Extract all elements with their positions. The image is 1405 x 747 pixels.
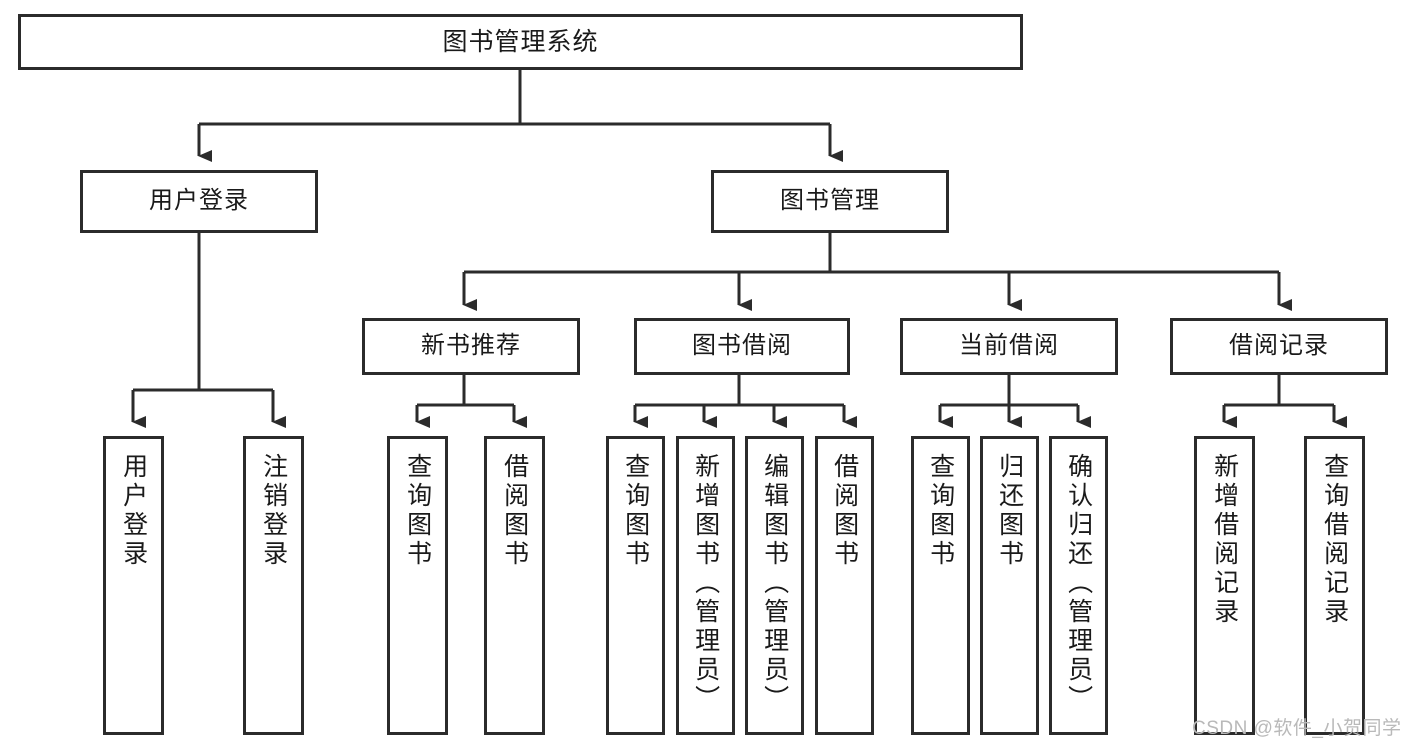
node-borrow-record[interactable]: 借阅记录 (1170, 318, 1388, 375)
watermark: CSDN @软件_小贺同学 (1192, 718, 1402, 739)
node-label: 确认归还（管理员） (1064, 453, 1093, 714)
leaf-return-book[interactable]: 归还图书 (980, 436, 1039, 735)
node-label: 借阅图书 (500, 453, 529, 569)
node-root-book-management-system[interactable]: 图书管理系统 (18, 14, 1023, 70)
node-label: 当前借阅 (959, 332, 1059, 360)
leaf-borrow-book[interactable]: 借阅图书 (815, 436, 874, 735)
node-label: 查询图书 (926, 453, 955, 569)
node-label: 借阅记录 (1229, 332, 1329, 360)
node-user-login[interactable]: 用户登录 (80, 170, 318, 233)
leaf-borrow-book-recommend[interactable]: 借阅图书 (484, 436, 545, 735)
node-label: 新增图书（管理员） (691, 453, 720, 714)
node-book-borrow[interactable]: 图书借阅 (634, 318, 850, 375)
leaf-user-logout[interactable]: 注销登录 (243, 436, 304, 735)
node-label: 归还图书 (995, 453, 1024, 569)
leaf-edit-book-admin[interactable]: 编辑图书（管理员） (745, 436, 804, 735)
leaf-query-borrow-record[interactable]: 查询借阅记录 (1304, 436, 1365, 735)
node-label: 借阅图书 (830, 453, 859, 569)
node-label: 查询图书 (403, 453, 432, 569)
node-label: 图书借阅 (692, 332, 792, 360)
node-current-borrow[interactable]: 当前借阅 (900, 318, 1118, 375)
node-label: 用户登录 (149, 187, 249, 215)
node-label: 查询图书 (621, 453, 650, 569)
leaf-confirm-return-admin[interactable]: 确认归还（管理员） (1049, 436, 1108, 735)
leaf-user-login[interactable]: 用户登录 (103, 436, 164, 735)
leaf-query-book-recommend[interactable]: 查询图书 (387, 436, 448, 735)
node-label: 新书推荐 (421, 332, 521, 360)
node-label: 查询借阅记录 (1320, 453, 1349, 627)
node-book-manage[interactable]: 图书管理 (711, 170, 949, 233)
node-label: 新增借阅记录 (1210, 453, 1239, 627)
leaf-add-borrow-record[interactable]: 新增借阅记录 (1194, 436, 1255, 735)
leaf-query-book-borrow[interactable]: 查询图书 (606, 436, 665, 735)
node-new-book-recommend[interactable]: 新书推荐 (362, 318, 580, 375)
leaf-add-book-admin[interactable]: 新增图书（管理员） (676, 436, 735, 735)
node-label: 用户登录 (119, 453, 148, 569)
node-label: 图书管理系统 (442, 28, 599, 56)
node-label: 图书管理 (780, 187, 880, 215)
leaf-query-book-current[interactable]: 查询图书 (911, 436, 970, 735)
node-label: 编辑图书（管理员） (760, 453, 789, 714)
node-label: 注销登录 (259, 453, 288, 569)
